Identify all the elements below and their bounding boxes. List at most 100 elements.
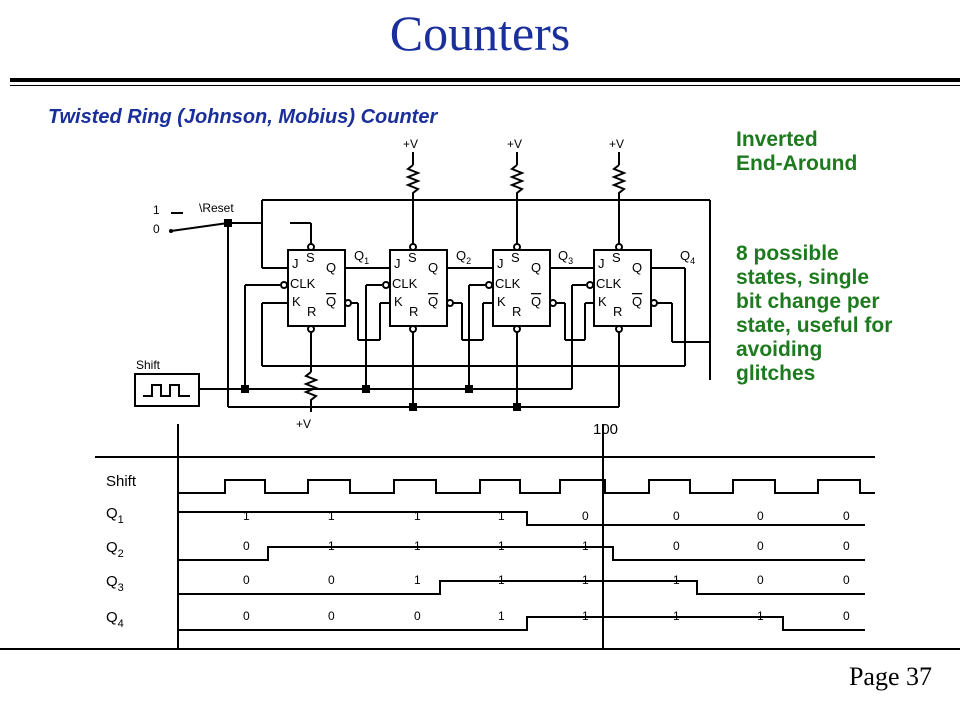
signal-label-q4: Q4 [106,609,124,630]
value-q3-5: 1 [582,573,589,587]
value-q3-6: 1 [673,573,680,587]
ff4-pin-qbar: Q [632,294,642,309]
value-q3-3: 1 [414,573,421,587]
signal-label-q2: Q2 [106,539,124,560]
value-q3-1: 0 [243,573,250,587]
value-q4-1: 0 [243,609,250,623]
ff1-pin-r: R [307,304,316,319]
ff3-pin-s: S [511,250,520,265]
output-label-2: Q2 [456,248,471,266]
flipflop-boxes [280,243,658,333]
ff1-pin-k: K [292,294,301,309]
ff2-pin-r: R [409,304,418,319]
bottom-rule [0,648,960,650]
top-rule [10,78,960,82]
vplus-label-3: +V [609,137,624,151]
value-q2-1: 0 [243,539,250,553]
states-note: 8 possible states, single bit change per… [736,242,893,385]
value-q1-6: 0 [673,509,680,523]
waveform-q1 [178,511,865,526]
vplus-label-2: +V [507,137,522,151]
diagram-subtitle: Twisted Ring (Johnson, Mobius) Counter [48,106,438,128]
ff3-pin-q: Q [531,260,541,275]
timing-grid [95,424,875,648]
page-title: Counters [389,5,571,61]
output-label-4: Q4 [680,248,695,266]
ff4-pin-q: Q [632,260,642,275]
waveform-q4 [178,616,865,631]
waveform-shift [178,479,875,494]
value-q2-4: 1 [498,539,505,553]
value-q3-4: 1 [498,573,505,587]
value-q4-2: 0 [328,609,335,623]
value-q3-2: 0 [328,573,335,587]
value-q2-3: 1 [414,539,421,553]
junction-dots [169,219,521,411]
output-labels: Q1 Q2 Q3 Q4 [354,248,695,266]
output-label-1: Q1 [354,248,369,266]
value-q1-8: 0 [843,509,850,523]
value-q2-6: 0 [673,539,680,553]
output-label-3: Q3 [558,248,573,266]
ff2-pin-k: K [394,294,403,309]
timing-marker-label: 100 [593,421,618,438]
vplus-label-1: +V [403,137,418,151]
value-q1-3: 1 [414,509,421,523]
signal-label-q1: Q1 [106,505,124,526]
ff1-pin-qbar: Q [326,294,336,309]
ff2-pin-qbar: Q [428,294,438,309]
inverted-note: Inverted End-Around [736,128,858,175]
value-q2-2: 1 [328,539,335,553]
page-number: Page 37 [848,662,932,691]
ff1-pin-clk: CLK [290,276,316,291]
ff4-pin-j: J [598,256,605,271]
value-q1-4: 1 [498,509,505,523]
ff3-pin-clk: CLK [495,276,521,291]
signal-label-shift: Shift [106,473,137,490]
ff1-pin-s: S [306,250,315,265]
value-q1-7: 0 [757,509,764,523]
waveform-q3 [178,580,865,595]
vplus-label-bottom: +V [296,417,311,431]
value-q1-2: 1 [328,509,335,523]
shift-label: Shift [136,358,161,372]
schematic-labels: \Reset 1 0 Shift +V +V +V +V [136,137,624,431]
value-q2-5: 1 [582,539,589,553]
ff4-pin-k: K [598,294,607,309]
value-q4-7: 1 [757,609,764,623]
value-q3-8: 0 [843,573,850,587]
switch-zero-label: 0 [153,222,160,236]
value-q4-6: 1 [673,609,680,623]
ff1-pin-j: J [292,256,299,271]
ff2-pin-j: J [394,256,401,271]
waveform-q2 [178,546,865,561]
signal-label-q3: Q3 [106,573,124,594]
schematic-wires [134,152,711,412]
value-q4-3: 0 [414,609,421,623]
value-q4-4: 1 [498,609,505,623]
value-q4-5: 1 [582,609,589,623]
value-q2-7: 0 [757,539,764,553]
ff2-pin-s: S [408,250,417,265]
value-q2-8: 0 [843,539,850,553]
ff2-pin-clk: CLK [392,276,418,291]
value-q4-8: 0 [843,609,850,623]
ff4-pin-s: S [612,250,621,265]
value-q1-5: 0 [582,509,589,523]
reset-label: \Reset [199,201,234,215]
ff3-pin-qbar: Q [531,294,541,309]
value-q1-1: 1 [243,509,250,523]
switch-one-label: 1 [153,203,160,217]
ff1-pin-q: Q [326,260,336,275]
ff2-pin-q: Q [428,260,438,275]
ff3-pin-j: J [497,256,504,271]
ff3-pin-k: K [497,294,506,309]
ff3-pin-r: R [512,304,521,319]
ff4-pin-r: R [613,304,622,319]
top-rule-thin [10,85,960,86]
value-q3-7: 0 [757,573,764,587]
ff4-pin-clk: CLK [596,276,622,291]
